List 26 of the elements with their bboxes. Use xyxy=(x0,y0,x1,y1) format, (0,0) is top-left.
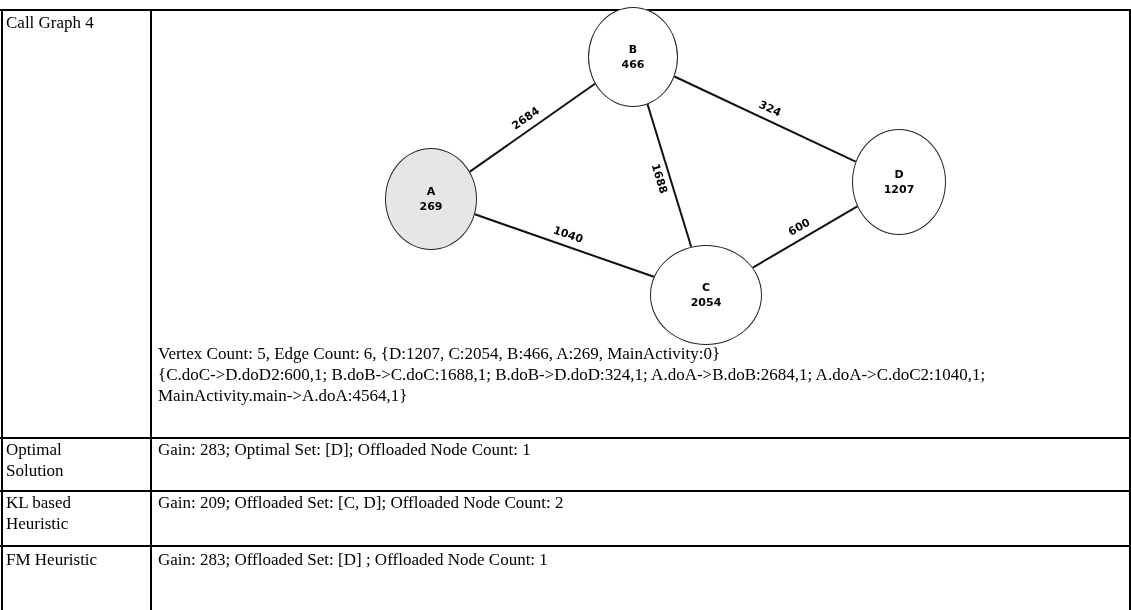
vertex-name: D xyxy=(894,167,904,182)
connector-line xyxy=(673,75,857,163)
edge-label: 1040 xyxy=(551,223,585,246)
vertex-name: B xyxy=(628,42,638,57)
row-header: KL based Heuristic xyxy=(6,492,72,534)
edge-list: {C.doC->D.doD2:600,1; B.doB->C.doC:1688,1; B.doB->D.doD:324,1; A.doA->B.doB:2684,1; A.doA->C.doC2:1040,1; MainActivity.main->A.doA:4564,1} xyxy=(158,364,1118,406)
vertex-name: C xyxy=(701,280,711,295)
edge-label: 1688 xyxy=(648,162,671,196)
vertex-weight: 2054 xyxy=(690,295,722,310)
row-header: Call Graph 4 xyxy=(6,12,94,33)
row-header: Optimal Solution xyxy=(6,439,65,481)
connector-line xyxy=(473,213,655,278)
vertex-weight: 466 xyxy=(621,57,645,72)
edge-label: 324 xyxy=(756,97,784,120)
row-header: FM Heuristic xyxy=(6,549,98,570)
connector-line xyxy=(468,82,596,173)
edge-label: 600 xyxy=(786,215,813,239)
graph-summary: Vertex Count: 5, Edge Count: 6, {D:1207, C:2054, B:466, A:269, MainActivity:0} xyxy=(158,343,721,364)
result-text: Gain: 283; Offloaded Set: [D] ; Offloaded Node Count: 1 xyxy=(158,549,548,570)
vertex-weight: 1207 xyxy=(883,182,915,197)
result-text: Gain: 283; Optimal Set: [D]; Offloaded Node Count: 1 xyxy=(158,439,531,460)
vertex-weight: 269 xyxy=(419,199,443,214)
vertex-name: A xyxy=(426,184,436,199)
connector-line xyxy=(751,205,859,269)
connector-line xyxy=(646,103,693,248)
result-text: Gain: 209; Offloaded Set: [C, D]; Offloaded Node Count: 2 xyxy=(158,492,564,513)
